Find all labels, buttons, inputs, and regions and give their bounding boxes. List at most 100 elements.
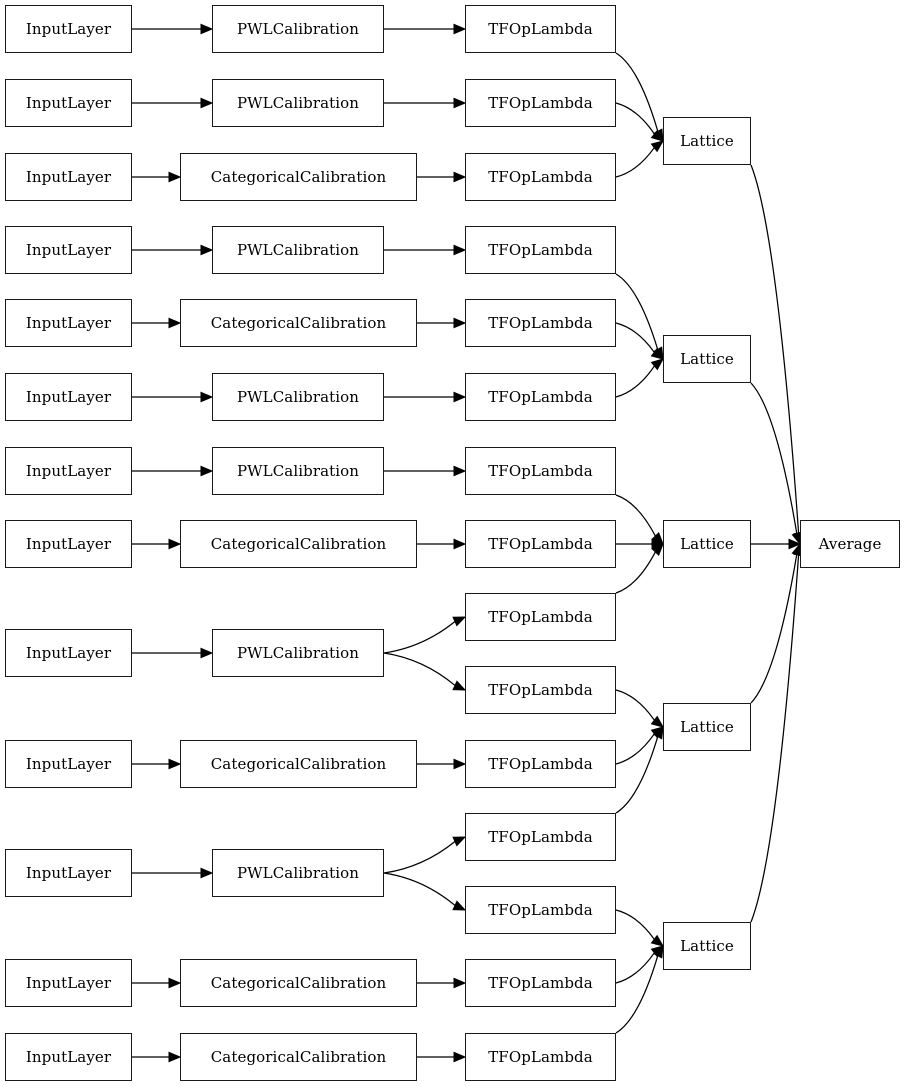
edge-arrowhead	[200, 97, 214, 109]
node-op8[interactable]: TFOpLambda	[465, 520, 616, 568]
node-op3[interactable]: TFOpLambda	[465, 153, 616, 201]
node-op10[interactable]: TFOpLambda	[465, 666, 616, 714]
node-cal10[interactable]: CategoricalCalibration	[180, 740, 417, 788]
node-op12[interactable]: TFOpLambda	[465, 813, 616, 861]
node-in10[interactable]: InputLayer	[5, 740, 132, 788]
edge-arrowhead	[650, 129, 665, 142]
node-in6[interactable]: InputLayer	[5, 373, 132, 421]
node-lat2[interactable]: Lattice	[663, 335, 751, 383]
edge-line	[615, 322, 655, 353]
node-label: InputLayer	[25, 863, 112, 882]
node-in2[interactable]: InputLayer	[5, 79, 132, 127]
edge-line	[383, 652, 456, 686]
edge-line	[615, 494, 656, 537]
edge-arrowhead	[453, 23, 467, 35]
node-label: InputLayer	[25, 461, 112, 480]
edge-arrowhead	[453, 317, 467, 329]
node-label: PWLCalibration	[236, 461, 360, 480]
node-label: Lattice	[680, 936, 734, 955]
node-lat5[interactable]: Lattice	[663, 922, 751, 970]
node-in8[interactable]: InputLayer	[5, 520, 132, 568]
edge-arrowhead	[168, 171, 182, 183]
edge-line	[615, 147, 655, 178]
node-label: InputLayer	[25, 973, 112, 992]
edge-line	[615, 52, 659, 132]
node-label: TFOpLambda	[488, 680, 593, 699]
node-in5[interactable]: InputLayer	[5, 299, 132, 347]
edge-arrowhead	[168, 317, 182, 329]
node-label: InputLayer	[25, 643, 112, 662]
node-lat1[interactable]: Lattice	[663, 117, 751, 165]
node-op7[interactable]: TFOpLambda	[465, 447, 616, 495]
node-op6[interactable]: TFOpLambda	[465, 373, 616, 421]
edge-line	[750, 164, 800, 534]
node-op4[interactable]: TFOpLambda	[465, 226, 616, 274]
node-op11[interactable]: TFOpLambda	[465, 740, 616, 788]
edge-arrowhead	[168, 977, 182, 989]
node-lat4[interactable]: Lattice	[663, 703, 751, 751]
node-op5[interactable]: TFOpLambda	[465, 299, 616, 347]
node-label: InputLayer	[25, 240, 112, 259]
node-cal5[interactable]: CategoricalCalibration	[180, 299, 417, 347]
node-cal12[interactable]: CategoricalCalibration	[180, 959, 417, 1007]
node-op13[interactable]: TFOpLambda	[465, 886, 616, 934]
node-in4[interactable]: InputLayer	[5, 226, 132, 274]
node-cal1[interactable]: PWLCalibration	[212, 5, 384, 53]
node-lat3[interactable]: Lattice	[663, 520, 751, 568]
node-label: Lattice	[680, 534, 734, 553]
node-label: Lattice	[680, 349, 734, 368]
edge-arrowhead	[453, 977, 467, 989]
edge-arrowhead	[453, 758, 467, 770]
node-label: Average	[818, 534, 882, 553]
node-in13[interactable]: InputLayer	[5, 1033, 132, 1081]
node-in9[interactable]: InputLayer	[5, 629, 132, 677]
edge-line	[750, 554, 800, 923]
node-label: TFOpLambda	[488, 607, 593, 626]
node-label: PWLCalibration	[236, 240, 360, 259]
edge-line	[383, 620, 456, 654]
node-in7[interactable]: InputLayer	[5, 447, 132, 495]
edge-arrowhead	[452, 616, 467, 627]
node-in3[interactable]: InputLayer	[5, 153, 132, 201]
edge-arrowhead	[453, 97, 467, 109]
node-cal13[interactable]: CategoricalCalibration	[180, 1033, 417, 1081]
node-cal11[interactable]: PWLCalibration	[212, 849, 384, 897]
edge-line	[615, 689, 655, 721]
edge-arrowhead	[200, 244, 214, 256]
node-cal6[interactable]: PWLCalibration	[212, 373, 384, 421]
node-op1[interactable]: TFOpLambda	[465, 5, 616, 53]
node-label: TFOpLambda	[488, 534, 593, 553]
edge-arrowhead	[650, 358, 665, 371]
node-cal2[interactable]: PWLCalibration	[212, 79, 384, 127]
node-avg[interactable]: Average	[800, 520, 900, 568]
node-label: CategoricalCalibration	[210, 313, 387, 332]
node-cal8[interactable]: CategoricalCalibration	[180, 520, 417, 568]
node-label: TFOpLambda	[488, 387, 593, 406]
edge-arrowhead	[200, 867, 214, 879]
edge-arrowhead	[650, 715, 665, 728]
node-cal4[interactable]: PWLCalibration	[212, 226, 384, 274]
node-in11[interactable]: InputLayer	[5, 849, 132, 897]
node-cal9[interactable]: PWLCalibration	[212, 629, 384, 677]
edge-arrowhead	[452, 900, 467, 911]
node-op9[interactable]: TFOpLambda	[465, 593, 616, 641]
edge-line	[750, 554, 798, 704]
node-label: PWLCalibration	[236, 387, 360, 406]
node-cal3[interactable]: CategoricalCalibration	[180, 153, 417, 201]
edge-line	[615, 952, 655, 984]
edge-arrowhead	[650, 140, 665, 153]
node-label: Lattice	[680, 717, 734, 736]
node-op15[interactable]: TFOpLambda	[465, 1033, 616, 1081]
edge-arrowhead	[650, 347, 665, 360]
node-cal7[interactable]: PWLCalibration	[212, 447, 384, 495]
node-op2[interactable]: TFOpLambda	[465, 79, 616, 127]
node-label: CategoricalCalibration	[210, 167, 387, 186]
node-label: TFOpLambda	[488, 1047, 593, 1066]
node-label: Lattice	[680, 131, 734, 150]
node-in12[interactable]: InputLayer	[5, 959, 132, 1007]
node-op14[interactable]: TFOpLambda	[465, 959, 616, 1007]
node-label: PWLCalibration	[236, 863, 360, 882]
node-label: TFOpLambda	[488, 313, 593, 332]
node-in1[interactable]: InputLayer	[5, 5, 132, 53]
edge-arrowhead	[651, 543, 664, 557]
